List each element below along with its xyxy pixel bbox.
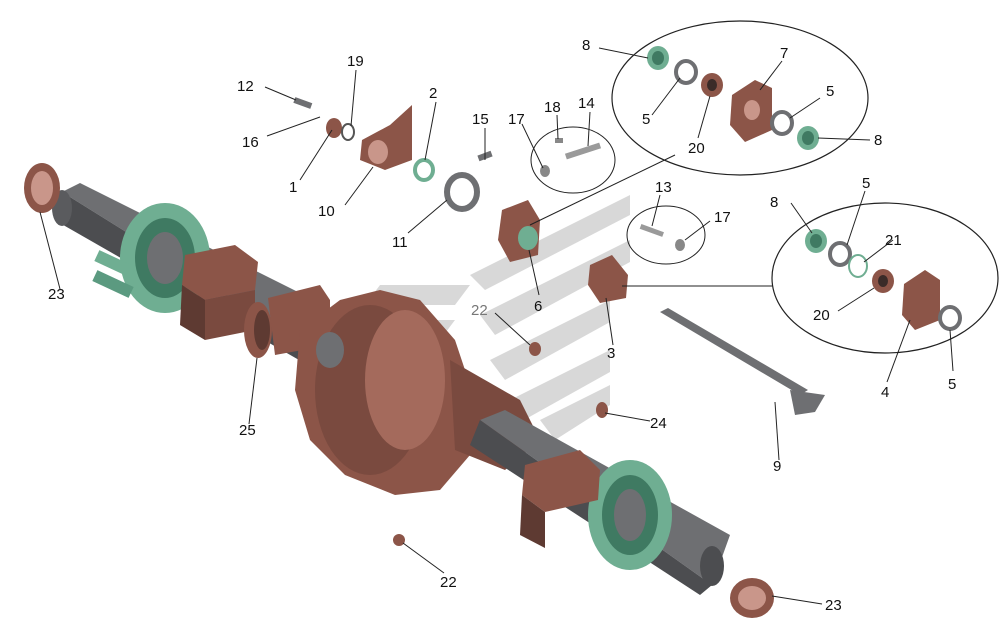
nut-17a bbox=[540, 165, 550, 177]
bolt-14 bbox=[564, 142, 602, 160]
callout-21: 21 bbox=[885, 232, 902, 249]
callout-1: 1 bbox=[289, 179, 297, 196]
callout-3: 3 bbox=[607, 345, 615, 362]
right-spring-seat bbox=[520, 450, 600, 548]
callout-22-lower: 22 bbox=[440, 574, 457, 591]
callout-16: 16 bbox=[242, 134, 259, 151]
callout-labels: 12 16 1 19 2 10 11 15 17 18 14 6 8 5 20 … bbox=[48, 37, 956, 614]
axle-housing bbox=[268, 285, 540, 495]
callout-7: 7 bbox=[780, 45, 788, 62]
pin-18 bbox=[555, 138, 563, 143]
callout-6: 6 bbox=[534, 298, 542, 315]
callout-5-upper-right: 5 bbox=[826, 83, 834, 100]
callout-15: 15 bbox=[472, 111, 489, 128]
left-spring-seat bbox=[180, 245, 258, 340]
lever-6 bbox=[498, 200, 540, 262]
bolt-group-circle-upper bbox=[530, 126, 616, 194]
callout-5-upper-left: 5 bbox=[642, 111, 650, 128]
bolt-13 bbox=[639, 224, 664, 237]
callout-9: 9 bbox=[773, 458, 781, 475]
detail-ellipse-upper bbox=[529, 20, 869, 226]
callout-20-lower: 20 bbox=[813, 307, 830, 324]
callout-23-left: 23 bbox=[48, 286, 65, 303]
callout-8-lower: 8 bbox=[770, 194, 778, 211]
right-brake-flange bbox=[588, 460, 672, 570]
leader-lines bbox=[39, 47, 954, 605]
camshaft-9 bbox=[660, 308, 825, 415]
lever-3 bbox=[588, 255, 628, 303]
housing-ring bbox=[244, 302, 272, 358]
callout-2: 2 bbox=[429, 85, 437, 102]
callout-17-lower: 17 bbox=[714, 209, 731, 226]
right-seal-ring bbox=[730, 578, 774, 618]
plug-22b bbox=[393, 534, 405, 546]
callout-12: 12 bbox=[237, 78, 254, 95]
callout-5-lower-right: 5 bbox=[948, 376, 956, 393]
callout-11: 11 bbox=[392, 234, 408, 251]
callout-14: 14 bbox=[578, 95, 595, 112]
callout-8-upper-right: 8 bbox=[874, 132, 882, 149]
callout-4: 4 bbox=[881, 384, 889, 401]
callout-23-right: 23 bbox=[825, 597, 842, 614]
clamp-11 bbox=[444, 172, 480, 212]
ring-2 bbox=[413, 158, 435, 182]
callout-13: 13 bbox=[655, 179, 672, 196]
callout-8-upper-left: 8 bbox=[582, 37, 590, 54]
left-seal-ring bbox=[24, 163, 60, 213]
callout-24: 24 bbox=[650, 415, 667, 432]
callout-5-lower-top: 5 bbox=[862, 175, 870, 192]
plug-24 bbox=[596, 402, 608, 418]
bolt-12 bbox=[293, 97, 313, 109]
callout-19: 19 bbox=[347, 53, 364, 70]
ring-19 bbox=[341, 123, 355, 141]
callout-20-upper: 20 bbox=[688, 140, 705, 157]
detail-ellipse-lower bbox=[622, 202, 999, 354]
callout-22-upper: 22 bbox=[471, 302, 488, 319]
callout-18: 18 bbox=[544, 99, 561, 116]
callout-10: 10 bbox=[318, 203, 335, 220]
bracket-10 bbox=[360, 105, 412, 170]
callout-17-upper: 17 bbox=[508, 111, 525, 128]
callout-25: 25 bbox=[239, 422, 256, 439]
plug-22a bbox=[529, 342, 541, 356]
nut-17b bbox=[675, 239, 685, 251]
bolt-group-circle-lower bbox=[626, 205, 706, 265]
